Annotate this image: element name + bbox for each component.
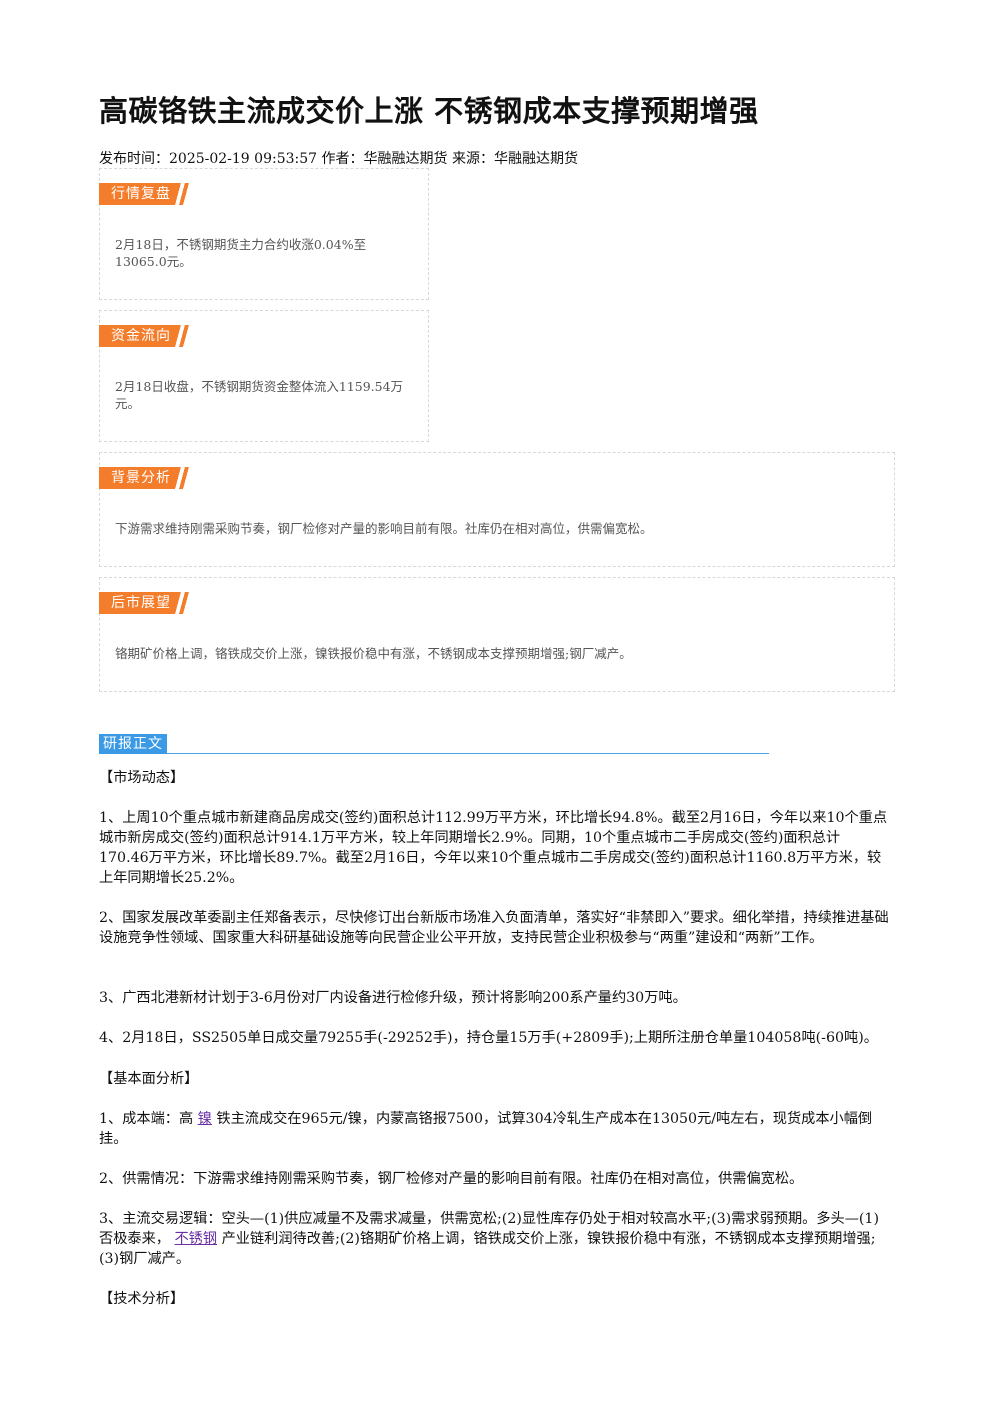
nickel-link[interactable]: 镍 [197, 1111, 212, 1127]
background-analysis-text: 下游需求维持刚需采购节奏，钢厂检修对产量的影响目前有限。社库仍在相对高位，供需偏… [115, 521, 653, 536]
market-item-1: 1、上周10个重点城市新建商品房成交(签约)面积总计112.99万平方米，环比增… [99, 810, 888, 886]
fundamental-item-3: 3、主流交易逻辑：空头—(1)供应减量不及需求减量，供需宽松;(2)显性库存仍处… [99, 1209, 889, 1269]
market-review-badge: 行情复盘 [99, 183, 193, 205]
capital-flow-badge: 资金流向 [99, 325, 193, 347]
market-item-2: 2、国家发展改革委副主任郑备表示，尽快修订出台新版市场准入负面清单，落实好“非禁… [99, 910, 889, 946]
market-item-4: 4、2月18日，SS2505单日成交量79255手(-29252手)，持仓量15… [99, 1030, 878, 1046]
report-section-header: 研报正文 [99, 733, 769, 754]
fundamental-item-3-post: 产业链利润待改善;(2)铬期矿价格上调，铬铁成交价上涨，镍铁报价稳中有涨，不锈钢… [99, 1231, 876, 1267]
market-review-card: 行情复盘 2月18日，不锈钢期货主力合约收涨0.04%至13065.0元。 [99, 168, 429, 300]
fundamental-heading: 【基本面分析】 [99, 1071, 199, 1087]
background-analysis-card: 背景分析 下游需求维持刚需采购节奏，钢厂检修对产量的影响目前有限。社库仍在相对高… [99, 452, 895, 567]
market-item-3: 3、广西北港新材计划于3-6月份对厂内设备进行检修升级，预计将影响200系产量约… [99, 990, 687, 1006]
report-section-badge: 研报正文 [99, 734, 167, 754]
technical-heading: 【技术分析】 [99, 1291, 185, 1307]
fundamental-item-1-pre: 1、成本端：高 [99, 1111, 194, 1127]
article-meta: 发布时间：2025-02-19 09:53:57 作者：华融融达期货 来源：华融… [99, 151, 578, 167]
capital-flow-card: 资金流向 2月18日收盘，不锈钢期货资金整体流入1159.54万元。 [99, 310, 429, 442]
stainless-steel-link[interactable]: 不锈钢 [174, 1231, 218, 1247]
market-heading: 【市场动态】 [99, 770, 185, 786]
fundamental-item-2: 2、供需情况：下游需求维持刚需采购节奏，钢厂检修对产量的影响目前有限。社库仍在相… [99, 1171, 804, 1187]
article-title: 高碳铬铁主流成交价上涨 不锈钢成本支撑预期增强 [99, 94, 759, 128]
market-review-text: 2月18日，不锈钢期货主力合约收涨0.04%至13065.0元。 [115, 237, 367, 269]
outlook-card: 后市展望 铬期矿价格上调，铬铁成交价上涨，镍铁报价稳中有涨，不锈钢成本支撑预期增… [99, 577, 895, 692]
outlook-badge: 后市展望 [99, 592, 193, 614]
background-analysis-badge: 背景分析 [99, 467, 193, 489]
outlook-text: 铬期矿价格上调，铬铁成交价上涨，镍铁报价稳中有涨，不锈钢成本支撑预期增强;钢厂减… [115, 646, 632, 661]
fundamental-item-3-pre: 3、主流交易逻辑：空头—(1)供应减量不及需求减量，供需宽松;(2)显性库存仍处… [99, 1211, 879, 1247]
fundamental-item-1-post: 铁主流成交在965元/镍，内蒙高铬报7500，试算304冷轧生产成本在13050… [99, 1111, 873, 1147]
capital-flow-text: 2月18日收盘，不锈钢期货资金整体流入1159.54万元。 [115, 379, 404, 411]
fundamental-item-1: 1、成本端：高 镍 铁主流成交在965元/镍，内蒙高铬报7500，试算304冷轧… [99, 1109, 889, 1149]
